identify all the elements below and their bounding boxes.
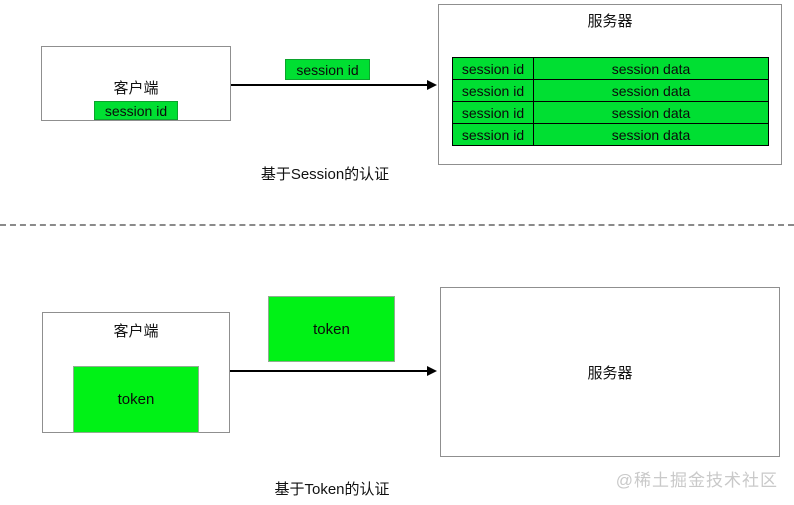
session-data-cell: session data (533, 101, 769, 124)
table-row: session id session data (452, 123, 769, 146)
session-id-cell: session id (452, 101, 534, 124)
session-data-cell: session data (533, 79, 769, 102)
session-data-cell: session data (533, 123, 769, 146)
table-row: session id session data (452, 57, 769, 80)
token-client-title: 客户端 (113, 323, 159, 340)
session-id-cell: session id (452, 123, 534, 146)
session-data-cell: session data (533, 57, 769, 80)
session-caption: 基于Session的认证 (260, 166, 390, 183)
token-caption: 基于Token的认证 (274, 481, 390, 498)
session-store-table: session id session data session id sessi… (452, 57, 769, 146)
table-row: session id session data (452, 101, 769, 124)
table-row: session id session data (452, 79, 769, 102)
session-request-arrow (231, 80, 437, 90)
session-id-cell: session id (452, 57, 534, 80)
watermark: @稀土掘金技术社区 (615, 471, 778, 490)
session-id-cell: session id (452, 79, 534, 102)
token-server-box: 服务器 (440, 287, 780, 457)
session-server-title: 服务器 (587, 13, 633, 30)
session-request-message-label: session id (285, 59, 370, 80)
token-request-message-box: token (268, 296, 395, 362)
section-divider (0, 224, 794, 226)
token-client-stored-token-box: token (73, 366, 199, 433)
session-client-title: 客户端 (113, 80, 159, 97)
session-client-stored-session-id-label: session id (94, 101, 178, 120)
token-request-arrow (230, 366, 437, 376)
